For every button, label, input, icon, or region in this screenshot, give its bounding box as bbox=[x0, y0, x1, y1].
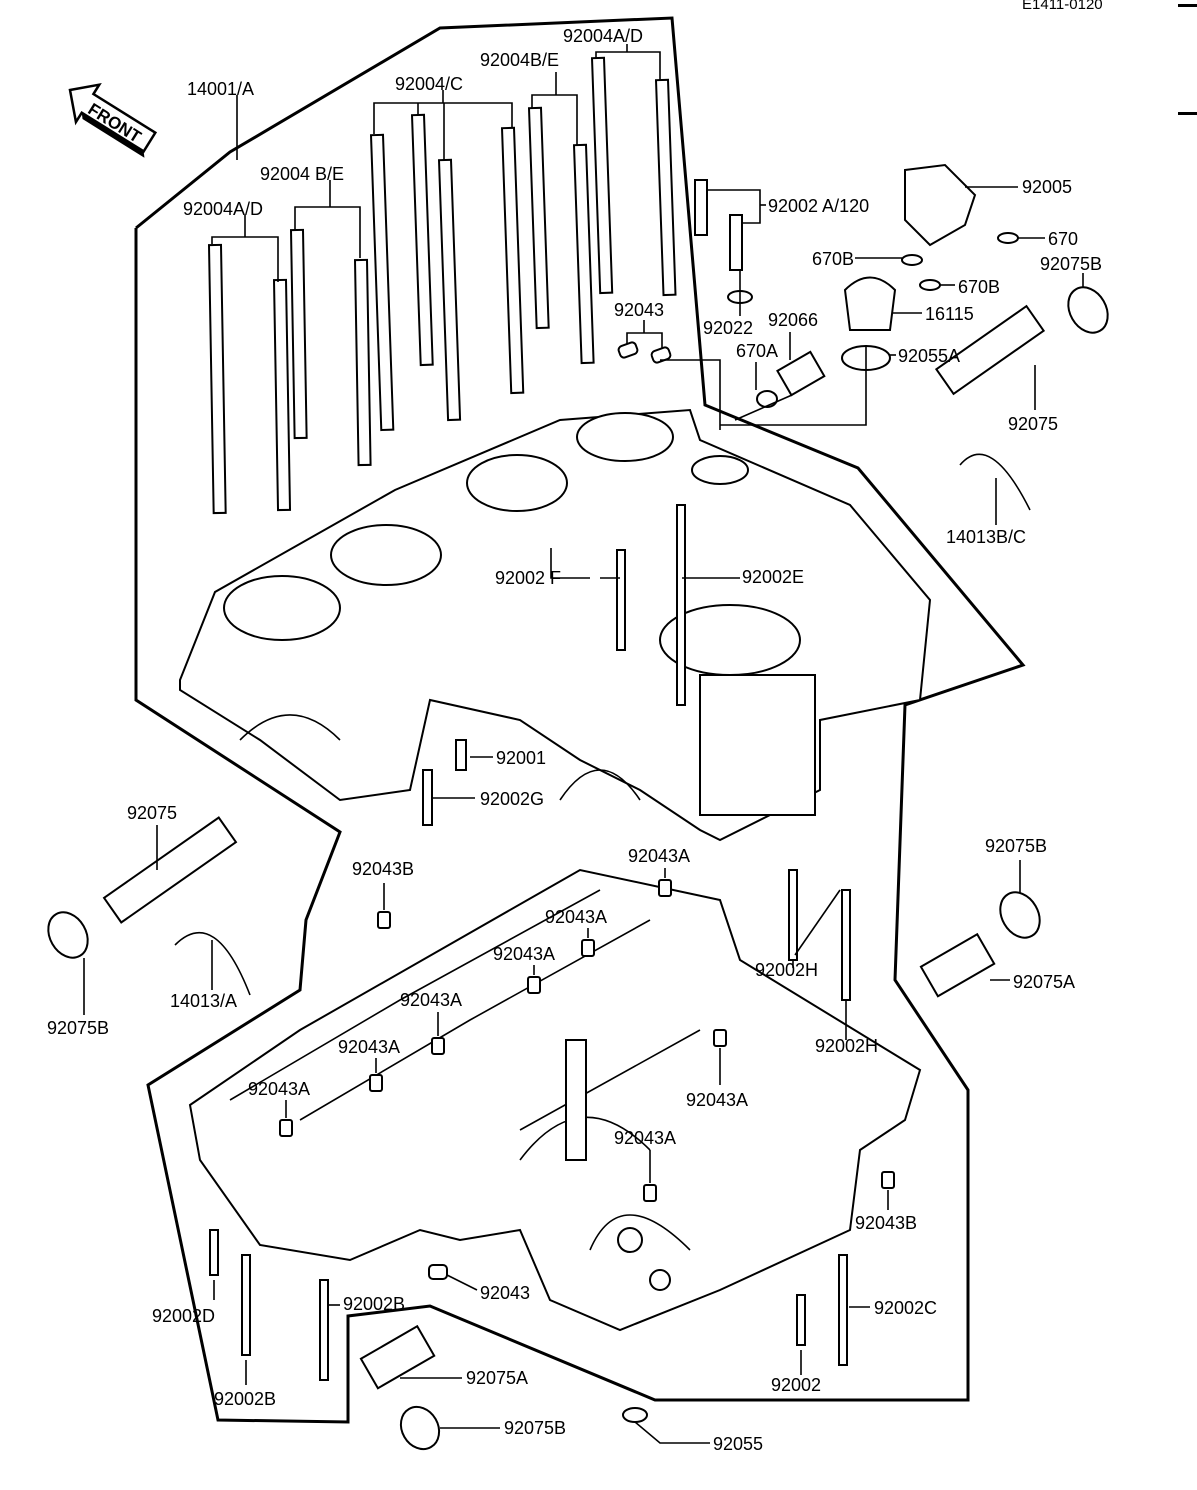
label-92043a-5: 92043A bbox=[338, 1037, 400, 1057]
label-92043b-right: 92043B bbox=[855, 1213, 917, 1233]
label-92075b-left: 92075B bbox=[47, 1018, 109, 1038]
label-92075b-bottom: 92075B bbox=[504, 1418, 566, 1438]
label-92066: 92066 bbox=[768, 310, 818, 330]
o-ring-670 bbox=[997, 232, 1019, 244]
lower-dowels-bolts bbox=[209, 869, 895, 1381]
label-14013b-c: 14013B/C bbox=[946, 527, 1026, 547]
label-92004a-d: 92004A/D bbox=[563, 26, 643, 46]
upper-bolts bbox=[422, 504, 686, 826]
label-92075a-bottom: 92075A bbox=[466, 1368, 528, 1388]
label-92002d: 92002D bbox=[152, 1306, 215, 1326]
label-14001-a: 14001/A bbox=[187, 79, 254, 99]
oil-filler-cap-icon bbox=[843, 276, 897, 331]
label-92002a-120: 92002 A/120 bbox=[768, 196, 869, 216]
label-92004b-e-left: 92004 B/E bbox=[260, 164, 344, 184]
label-92043a-1: 92043A bbox=[628, 846, 690, 866]
stud-leader-lines bbox=[211, 44, 661, 282]
reference-code: E1411-0120 bbox=[1022, 0, 1103, 13]
lower-crankcase bbox=[188, 868, 922, 1332]
label-92075a-right: 92075A bbox=[1013, 972, 1075, 992]
label-92043a-2: 92043A bbox=[545, 907, 607, 927]
label-92004a-d-left: 92004A/D bbox=[183, 199, 263, 219]
label-14013-a: 14013/A bbox=[170, 991, 237, 1011]
label-92043-top: 92043 bbox=[614, 300, 664, 320]
upper-crankcase bbox=[179, 359, 932, 842]
label-92043a-6: 92043A bbox=[248, 1079, 310, 1099]
label-92001: 92001 bbox=[496, 748, 546, 768]
ring-670a bbox=[756, 390, 778, 408]
label-92075b-top: 92075B bbox=[1040, 254, 1102, 274]
label-16115: 16115 bbox=[925, 304, 974, 324]
oil-pipe-fitting bbox=[904, 163, 977, 247]
label-92055: 92055 bbox=[713, 1434, 763, 1454]
label-92002f: 92002 F bbox=[495, 568, 561, 588]
label-670: 670 bbox=[1048, 229, 1078, 249]
label-92002e: 92002E bbox=[742, 567, 804, 587]
margin-mark bbox=[1178, 112, 1197, 115]
label-670b: 670B bbox=[812, 249, 854, 269]
cylinder-studs bbox=[207, 56, 677, 515]
label-670a: 670A bbox=[736, 341, 778, 361]
label-92075b-right: 92075B bbox=[985, 836, 1047, 856]
label-92002h-1: 92002H bbox=[755, 960, 818, 980]
label-92043a-4: 92043A bbox=[400, 990, 462, 1010]
plug-92066 bbox=[776, 350, 826, 397]
oil-shafts-seals bbox=[47, 273, 1109, 1451]
label-92004b-e: 92004B/E bbox=[480, 50, 559, 70]
dowel-pins-top bbox=[617, 320, 672, 364]
label-92005: 92005 bbox=[1022, 177, 1072, 197]
label-92002: 92002 bbox=[771, 1375, 821, 1395]
label-92002c: 92002C bbox=[874, 1298, 937, 1318]
label-92022: 92022 bbox=[703, 318, 753, 338]
label-92004-c: 92004/C bbox=[395, 74, 463, 94]
upper-leader-lines bbox=[432, 548, 740, 799]
label-92002h-2: 92002H bbox=[815, 1036, 878, 1056]
assembly-boundary bbox=[134, 16, 1026, 1424]
o-ring-92055 bbox=[622, 1407, 648, 1423]
label-92043a-8: 92043A bbox=[614, 1128, 676, 1148]
label-670b-2: 670B bbox=[958, 277, 1000, 297]
label-92075-right: 92075 bbox=[1008, 414, 1058, 434]
o-ring-670b bbox=[901, 254, 923, 266]
label-92043a-3: 92043A bbox=[493, 944, 555, 964]
label-92002g: 92002G bbox=[480, 789, 544, 809]
lower-leader-lines bbox=[213, 868, 889, 1385]
label-92002b-1: 92002B bbox=[343, 1294, 405, 1314]
label-92043b: 92043B bbox=[352, 859, 414, 879]
margin-mark bbox=[1178, 4, 1197, 7]
label-92075-left: 92075 bbox=[127, 803, 177, 823]
label-92055a: 92055A bbox=[898, 346, 960, 366]
front-arrow-icon: FRONT bbox=[68, 82, 158, 158]
label-92043-bottom: 92043 bbox=[480, 1283, 530, 1303]
label-92002b-2: 92002B bbox=[214, 1389, 276, 1409]
oil-fittings bbox=[694, 163, 1045, 426]
label-92043a-7: 92043A bbox=[686, 1090, 748, 1110]
part-number-labels: 14001/A 92004A/D 92004B/E 92004/C 92004 … bbox=[47, 26, 1102, 1454]
o-ring-670b-2 bbox=[919, 279, 941, 291]
